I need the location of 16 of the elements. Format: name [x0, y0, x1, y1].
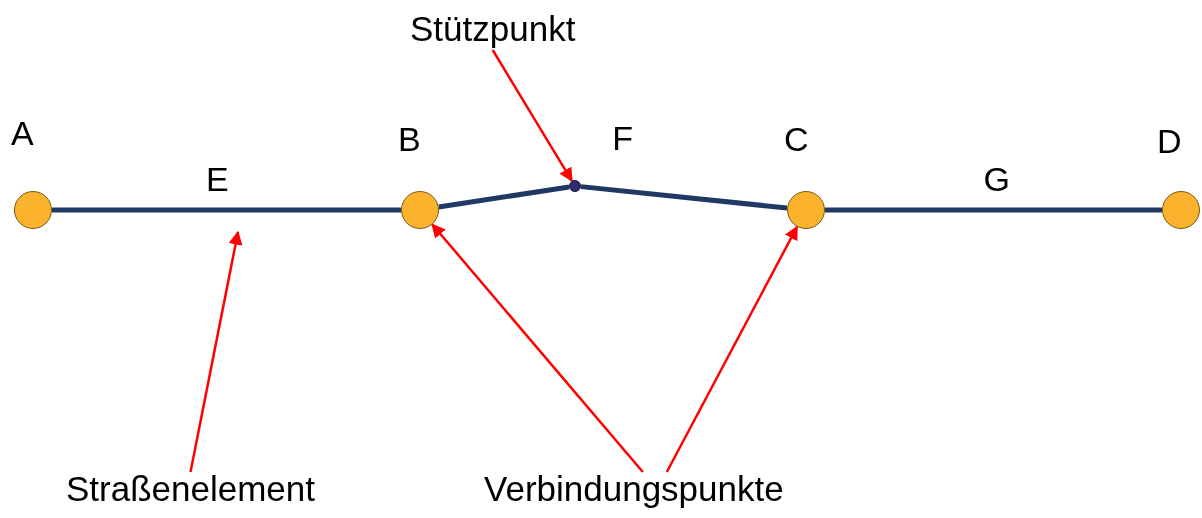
road-segment: [438, 184, 570, 210]
leader-line: [189, 230, 243, 473]
annotation-text: Stützpunkt: [410, 8, 576, 50]
point-label: C: [784, 120, 809, 158]
leader-line: [431, 223, 644, 473]
road-segment: [825, 207, 1162, 213]
annotation-text: Verbindungspunkte: [484, 468, 784, 510]
road-segment: [580, 184, 788, 211]
road-segment: [52, 207, 401, 213]
support-point: [569, 180, 581, 192]
point-label: B: [398, 120, 421, 158]
leader-line: [665, 225, 799, 473]
annotation-text: Straßenelement: [66, 468, 316, 510]
leader-line: [491, 49, 573, 183]
point-label: D: [1157, 122, 1182, 160]
point-label: A: [11, 114, 34, 152]
